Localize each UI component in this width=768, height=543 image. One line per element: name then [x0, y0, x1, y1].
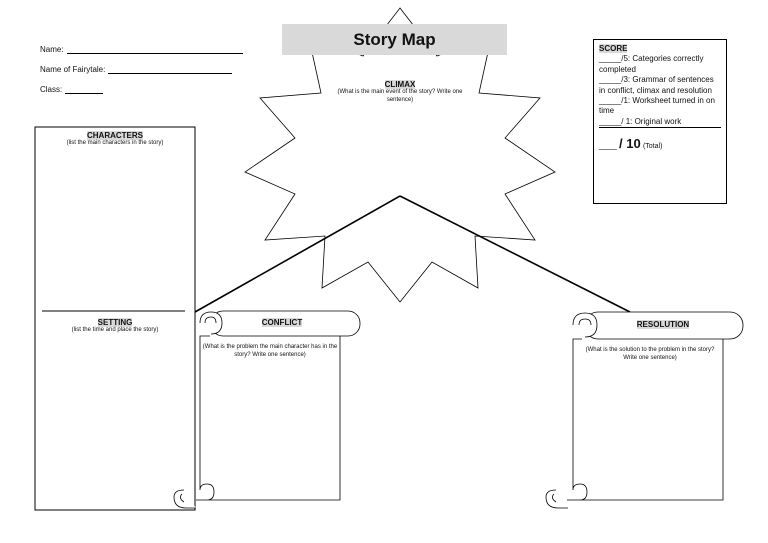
- score-heading: SCORE: [599, 44, 628, 53]
- resolution-scroll: [545, 311, 744, 509]
- resolution-desc-wrap: (What is the solution to the problem in …: [582, 347, 718, 362]
- conflict-title: CONFLICT: [261, 318, 303, 327]
- conflict-desc: (What is the problem the main character …: [202, 344, 338, 358]
- conflict-scroll: [173, 310, 361, 509]
- page-title: Story Map: [353, 29, 436, 49]
- characters-title: CHARACTERS: [87, 131, 143, 140]
- score-line-original: _____/ 1: Original work: [599, 117, 721, 129]
- characters-desc: (list the main characters in the story): [66, 140, 164, 146]
- fairytale-field[interactable]: Name of Fairytale:: [40, 64, 233, 74]
- name-field[interactable]: Name:: [40, 44, 243, 54]
- setting-section: SETTING (list the time and place the sto…: [36, 318, 194, 335]
- resolution-desc: (What is the solution to the problem in …: [585, 347, 715, 361]
- climax-desc: (What is the main event of the story? Wr…: [337, 89, 463, 103]
- characters-section: CHARACTERS (list the main characters in …: [36, 131, 194, 148]
- plot-line-right: [399, 195, 631, 313]
- name-blank[interactable]: [66, 44, 243, 54]
- conflict-desc-wrap: (What is the problem the main character …: [202, 344, 338, 359]
- plot-line-left: [194, 195, 401, 313]
- resolution-title-wrap: RESOLUTION: [598, 320, 728, 329]
- score-total: ____ / 10 (Total): [599, 136, 663, 152]
- climax-starburst: [244, 7, 556, 303]
- climax-title: CLIMAX: [384, 80, 416, 89]
- class-field[interactable]: Class:: [40, 84, 104, 94]
- score-box: SCORE _____/5: Categories correctly comp…: [593, 39, 727, 204]
- climax-section: CLIMAX (What is the main event of the st…: [330, 80, 470, 104]
- setting-title: SETTING: [97, 318, 133, 327]
- fairytale-blank[interactable]: [108, 64, 233, 74]
- conflict-title-wrap: CONFLICT: [222, 318, 342, 327]
- characters-box: [34, 126, 196, 511]
- score-line-categories: _____/5: Categories correctly completed: [599, 54, 704, 74]
- title-banner: Story Map: [282, 24, 507, 55]
- resolution-title: RESOLUTION: [636, 320, 690, 329]
- class-blank[interactable]: [65, 84, 104, 94]
- score-line-on-time: _____/1: Worksheet turned in on time: [599, 95, 715, 116]
- score-line-grammar: _____/3: Grammar of sentences in conflic…: [599, 75, 714, 95]
- setting-desc: (list the time and place the story): [71, 327, 159, 333]
